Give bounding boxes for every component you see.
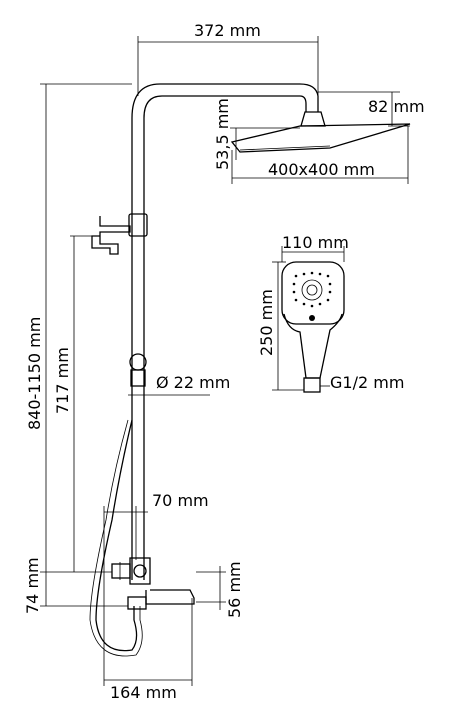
label-spout-reach: 164 mm: [110, 683, 177, 702]
hand-shower-head: [281, 261, 345, 325]
head-shower-nut: [300, 111, 326, 127]
nozzle-dots: [292, 271, 332, 308]
label-connection-thread: G1/2 mm: [330, 373, 404, 392]
riser-middle-joint: [130, 369, 146, 387]
label-total-height: 840-1150 mm: [25, 317, 44, 430]
shower-hose: [95, 419, 138, 652]
label-head-thickness: 53,5 mm: [213, 98, 232, 170]
dimension-lines: [40, 36, 410, 686]
riser-pipe: [131, 83, 319, 580]
dimension-labels: 372 mm 82 mm 53,5 mm 400x400 mm 110 mm 2…: [23, 21, 425, 702]
head-shower-plate: [230, 123, 411, 153]
shower-riser: [128, 83, 319, 580]
hand-shower-connector: [303, 377, 321, 393]
label-handshower-width: 110 mm: [282, 233, 349, 252]
mixer-valve-left: [111, 563, 131, 579]
riser-top-joint: [128, 213, 148, 237]
label-spout-height: 56 mm: [225, 561, 244, 618]
label-holder-height: 717 mm: [53, 347, 72, 414]
wall-holder: [70, 216, 131, 255]
mixer-body: [129, 557, 151, 585]
label-handshower-length: 250 mm: [257, 289, 276, 356]
hand-shower: [281, 261, 345, 393]
label-head-drop: 82 mm: [368, 97, 425, 116]
mixer: [111, 557, 195, 610]
head-shower: [230, 111, 411, 153]
label-pipe-diameter: Ø 22 mm: [156, 373, 230, 392]
label-bottom-height: 74 mm: [23, 557, 42, 614]
label-head-size: 400x400 mm: [268, 160, 375, 179]
label-mixer-offset: 70 mm: [152, 491, 209, 510]
bath-spout: [145, 589, 195, 605]
label-arm-length: 372 mm: [194, 21, 261, 40]
